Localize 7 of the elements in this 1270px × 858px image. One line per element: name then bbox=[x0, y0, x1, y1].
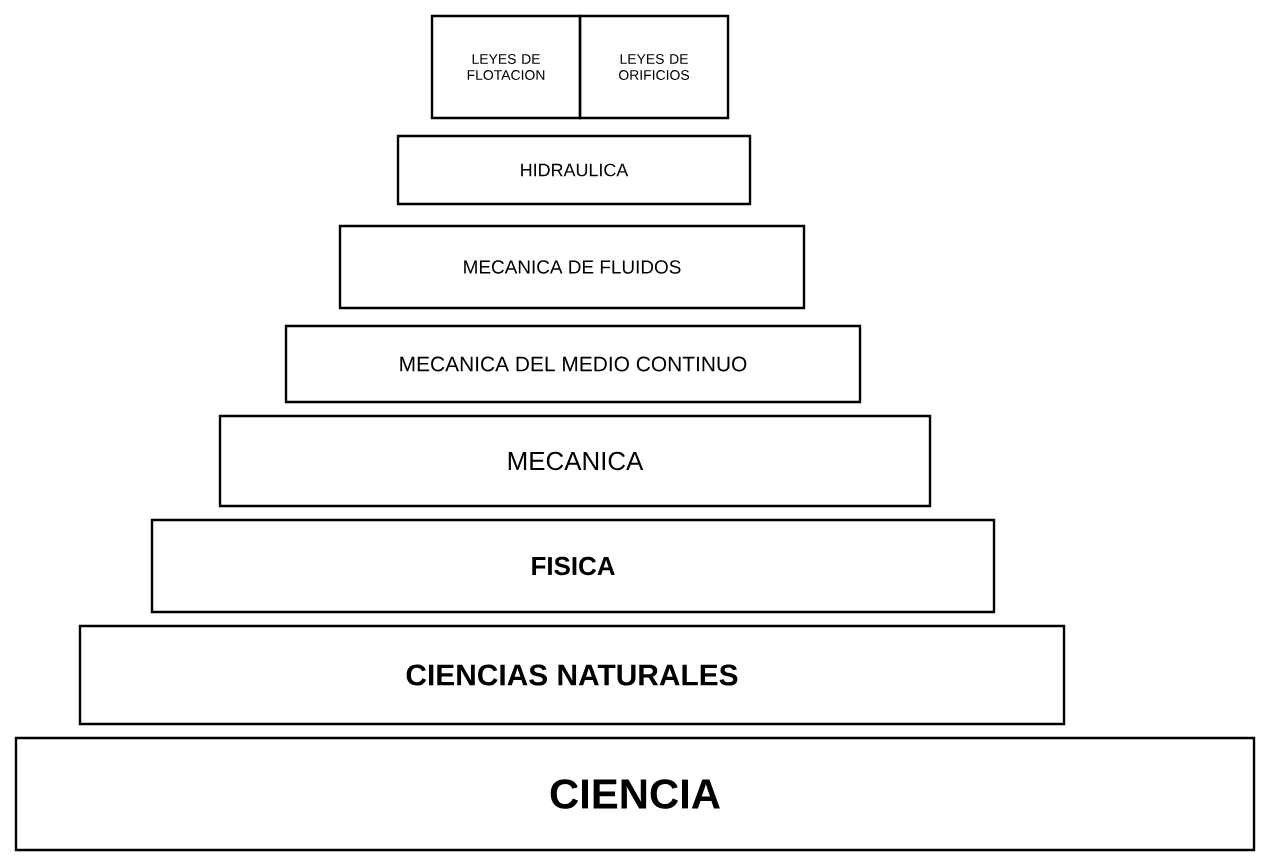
pyramid-level-box: MECANICA DEL MEDIO CONTINUO bbox=[284, 324, 862, 404]
pyramid-level-box: MECANICA bbox=[218, 414, 932, 508]
pyramid-level-box: HIDRAULICA bbox=[396, 134, 752, 206]
pyramid-level-box: MECANICA DE FLUIDOS bbox=[338, 224, 806, 310]
pyramid-level-box: CIENCIA bbox=[14, 736, 1256, 852]
pyramid-level-box: CIENCIAS NATURALES bbox=[78, 624, 1066, 726]
pyramid-level-box: FISICA bbox=[150, 518, 996, 614]
